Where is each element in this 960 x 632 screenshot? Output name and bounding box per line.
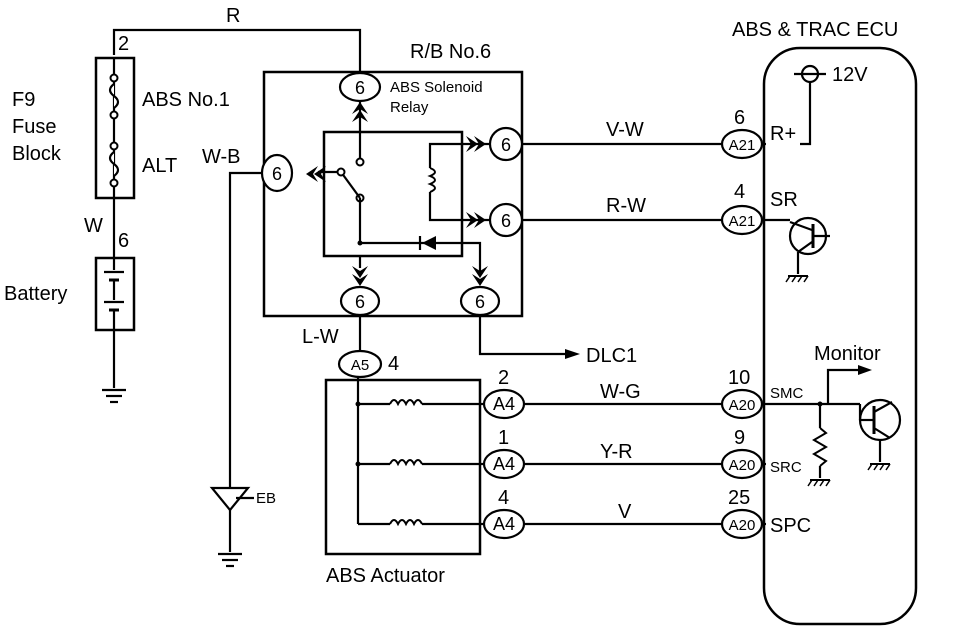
- solenoid-relay: [322, 130, 464, 258]
- wire-label-r: R: [226, 5, 240, 27]
- svg-text:A20: A20: [729, 397, 756, 414]
- fuse-alt-icon: [108, 141, 120, 188]
- pin-a21-rplus: 6: [734, 107, 745, 129]
- pin-a5: 4: [388, 353, 399, 375]
- abs-trac-ecu: [762, 46, 918, 626]
- pin-a4-2: 1: [498, 427, 509, 449]
- wire-label-v: V: [618, 501, 632, 523]
- relay-pin-vw: 6: [488, 126, 524, 162]
- pin-a20-smc: 10: [728, 367, 750, 389]
- svg-text:A5: A5: [351, 357, 369, 374]
- svg-text:A20: A20: [729, 517, 756, 534]
- wire-label-lw: L-W: [302, 326, 339, 348]
- wire-label-wg: W-G: [600, 381, 641, 403]
- relay-pin-rw: 6: [488, 202, 524, 238]
- pin-a21-sr: 4: [734, 181, 745, 203]
- ecu-terminal-smc: SMC: [770, 385, 804, 402]
- connector-a20-smc: A20: [720, 388, 764, 420]
- abs-actuator-label: ABS Actuator: [326, 565, 445, 587]
- wire-r: [112, 28, 362, 74]
- fuse-alt-label: ALT: [142, 155, 177, 177]
- svg-text:6: 6: [355, 292, 365, 312]
- solenoid-coil-icon: [355, 399, 486, 407]
- svg-text:A4: A4: [493, 454, 515, 474]
- relay-name-line2: Relay: [390, 99, 429, 116]
- svg-text:6: 6: [272, 164, 282, 184]
- svg-text:6: 6: [475, 292, 485, 312]
- battery-icon: [104, 258, 124, 330]
- diode-icon: [357, 236, 482, 276]
- connector-a4-3: A4: [482, 508, 526, 540]
- ground-icon: [102, 388, 126, 404]
- svg-text:A21: A21: [729, 213, 756, 230]
- ecu-terminal-rplus: R+: [770, 123, 796, 145]
- chevron-down-icon: [472, 266, 488, 286]
- wire-label-rw: R-W: [606, 195, 646, 217]
- svg-text:6: 6: [501, 211, 511, 231]
- pin-a20-src: 9: [734, 427, 745, 449]
- ground-label-eb: EB: [256, 490, 276, 507]
- fuse-block-label-1: F9: [12, 89, 35, 111]
- chevron-down-icon: [352, 256, 368, 286]
- ecu-title: ABS & TRAC ECU: [732, 19, 898, 41]
- solenoid-coil-icon: [358, 519, 486, 527]
- pin-a4-1: 2: [498, 367, 509, 389]
- ecu-terminal-src: SRC: [770, 459, 802, 476]
- wire-wb: [228, 171, 262, 488]
- fuse-abs-no1-label: ABS No.1: [142, 89, 230, 111]
- svg-text:A4: A4: [493, 394, 515, 414]
- fuse-pin-bottom: 6: [118, 230, 129, 252]
- fuse-block-label-2: Fuse: [12, 116, 56, 138]
- abs-actuator: [324, 378, 482, 556]
- relay-name-line1: ABS Solenoid: [390, 79, 483, 96]
- fuse-block-label-3: Block: [12, 143, 62, 165]
- supply-12v-icon: [794, 64, 826, 146]
- pin-a4-3: 4: [498, 487, 509, 509]
- connector-a4-1: A4: [482, 388, 526, 420]
- chevron-left-icon: [306, 166, 326, 182]
- transistor-icon: [766, 216, 830, 283]
- ground-icon: [218, 552, 242, 568]
- pin-a20-spc: 25: [728, 487, 750, 509]
- chevron-right-icon: [466, 212, 486, 228]
- svg-text:A21: A21: [729, 137, 756, 154]
- wire-label-wb: W-B: [202, 146, 241, 168]
- wire-label-w: W: [84, 215, 103, 237]
- battery-label: Battery: [4, 283, 67, 305]
- chevron-right-icon: [466, 136, 486, 152]
- svg-text:A20: A20: [729, 457, 756, 474]
- connector-a20-src: A20: [720, 448, 764, 480]
- wire-label-vw: V-W: [606, 119, 644, 141]
- relay-pin-lw: 6: [339, 285, 381, 317]
- fuse-abs-no1-icon: [108, 73, 120, 120]
- connector-a21-sr: A21: [720, 204, 764, 236]
- relay-block: [262, 70, 524, 318]
- dlc1-label: DLC1: [586, 345, 637, 367]
- relay-pin-dlc: 6: [459, 285, 501, 317]
- svg-text:6: 6: [501, 135, 511, 155]
- chevron-up-icon: [352, 102, 368, 122]
- relay-coil-icon: [427, 142, 490, 222]
- relay-pin-top: 6: [338, 71, 382, 103]
- ecu-terminal-sr: SR: [770, 189, 798, 211]
- connector-a21-rplus: A21: [720, 128, 764, 160]
- ecu-12v-label: 12V: [832, 64, 868, 86]
- resistor-icon: [807, 404, 831, 487]
- connector-a4-2: A4: [482, 448, 526, 480]
- relay-block-title: R/B No.6: [410, 41, 491, 63]
- monitor-label: Monitor: [814, 343, 881, 365]
- monitor-transistor-icon: [766, 365, 902, 471]
- connector-a5: A5: [337, 349, 383, 379]
- solenoid-coil-icon: [355, 459, 486, 467]
- connector-a20-spc: A20: [720, 508, 764, 540]
- ecu-terminal-spc: SPC: [770, 515, 811, 537]
- svg-text:6: 6: [355, 78, 365, 98]
- svg-text:A4: A4: [493, 514, 515, 534]
- relay-pin-left: 6: [260, 153, 294, 193]
- fuse-pin-top: 2: [118, 33, 129, 55]
- wire-label-yr: Y-R: [600, 441, 633, 463]
- wire-dlc1: [478, 316, 565, 356]
